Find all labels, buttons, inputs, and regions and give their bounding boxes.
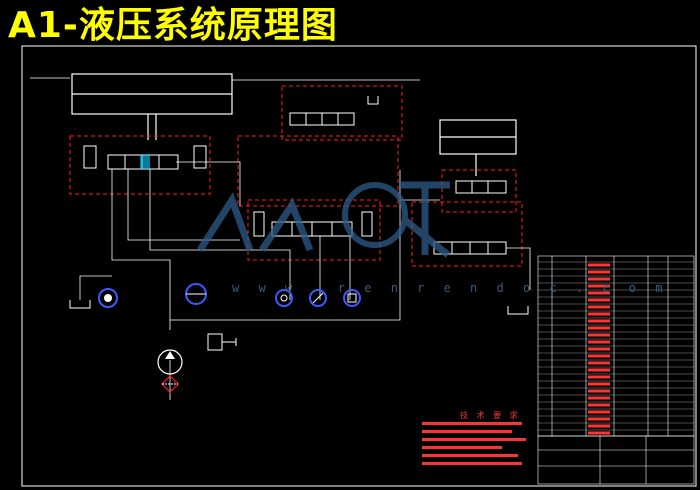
secondary-cylinder [439,119,517,176]
parts-list-entry [588,403,610,407]
parts-list-entry [588,326,610,330]
gauge-left [275,289,293,307]
watermark-url: w w w . r e n r e n d o c . c o m [232,281,669,295]
parts-list-entry [588,263,610,267]
parts-list-entry [588,368,610,372]
parts-list-entry [588,389,610,393]
gauge-middle [309,289,327,307]
parts-list-entry [588,361,610,365]
drawing-border [21,45,697,487]
directional-valve-right [455,180,507,194]
page-title: A1-液压系统原理图 [8,5,338,46]
valve-group-middle-boundary [237,135,399,207]
tank-symbols [69,96,529,315]
parts-list-entry [588,431,610,435]
parts-list-entry [588,382,610,386]
main-cylinder [71,73,233,140]
valve-group-top-boundary [281,85,403,141]
parts-list-entry [588,319,610,323]
parts-list-rows [538,261,694,435]
parts-list-entry [588,291,610,295]
valve-group-right-boundary [441,169,517,213]
valve-group-lower-right-boundary [411,201,523,267]
parts-list-entry [588,312,610,316]
gauge-right [343,289,361,307]
pump-motor-center [185,283,207,305]
parts-list-entry [588,417,610,421]
parts-list-entry [588,277,610,281]
parts-list-entry [588,298,610,302]
parts-list-entry [588,340,610,344]
parts-list-entry [588,333,610,337]
parts-list-entry [588,375,610,379]
watermark-logo [197,181,451,258]
pipelines [79,161,531,400]
parts-list-entry [588,396,610,400]
parts-list-entry [588,270,610,274]
technical-notes-heading: 技 术 要 求 [460,411,521,420]
filter [161,375,179,393]
title-block [537,435,695,485]
parts-list-entry [588,305,610,309]
parts-list-entry [588,347,610,351]
parts-list-entry [588,284,610,288]
directional-valve-top [289,112,355,126]
valve-group-left-boundary [69,135,211,195]
parts-list-entry [588,424,610,428]
main-pump [157,349,183,375]
parts-list-entry [588,410,610,414]
pump-motor-left [98,288,118,308]
valve-group-center-boundary [247,199,381,261]
relief-valve [207,333,237,351]
parts-list-entry [588,354,610,358]
technical-notes-lines [422,422,526,465]
